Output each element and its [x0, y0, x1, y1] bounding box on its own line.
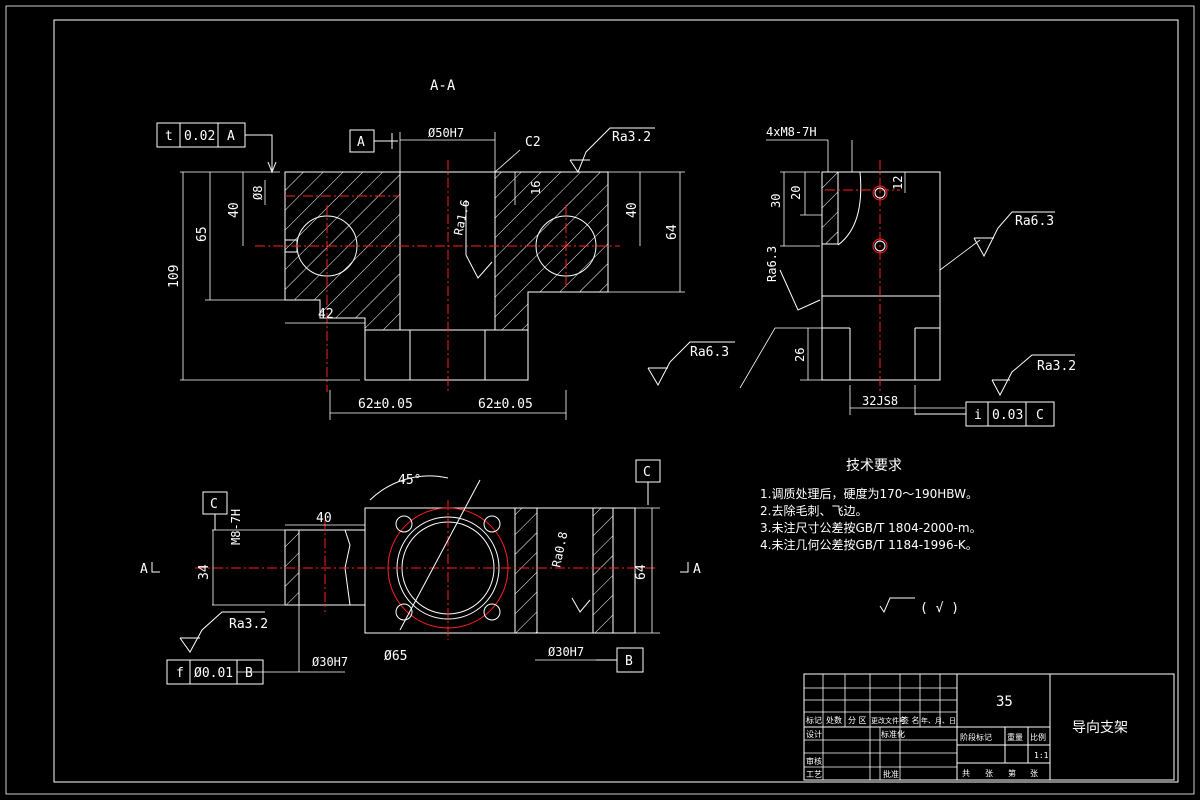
inner-frame	[53, 19, 1179, 783]
roughness-top: Ra3.2	[612, 130, 651, 145]
datum-c-left: C	[210, 497, 218, 512]
tech-requirements: 技术要求 1.调质处理后，硬度为170～190HBW。 2.去除毛刺、飞边。 3…	[760, 458, 982, 616]
dim-40-right: 40	[625, 202, 640, 218]
dim-20: 20	[789, 186, 803, 200]
tb-label-count: 处数	[826, 715, 842, 725]
tb-scale: 1:1	[1034, 751, 1049, 760]
dim-16: 16	[529, 181, 543, 195]
tech-title: 技术要求	[846, 458, 902, 474]
bore-dim: Ø50H7	[428, 126, 464, 140]
tb-label-sheets: 张	[985, 769, 993, 778]
tb-part-name: 导向支架	[1072, 720, 1128, 736]
datum-a: A	[357, 135, 365, 150]
dim-12: 12	[891, 176, 905, 190]
dim-d8: Ø8	[251, 186, 265, 200]
roughness-bottom-plan: Ra3.2	[229, 617, 268, 632]
tech-item-3: 3.未注尺寸公差按GB/T 1804-2000-m。	[760, 520, 982, 535]
dim-40-plan: 40	[316, 511, 332, 526]
dim-64: 64	[665, 224, 680, 240]
dim-34: 34	[197, 564, 212, 580]
tech-item-2: 2.去除毛刺、飞边。	[760, 503, 867, 518]
thread-note: 4xM8-7H	[766, 125, 817, 139]
tol-value: 0.03	[992, 408, 1023, 423]
dim-26: 26	[793, 348, 807, 362]
tb-label-approve: 批准	[883, 769, 899, 779]
tb-label-review: 审核	[806, 756, 822, 766]
tol-f-datum: B	[245, 666, 253, 681]
general-roughness: ( √ )	[920, 601, 959, 616]
tb-label-marks: 标记	[806, 715, 822, 725]
tb-label-scale: 比例	[1030, 732, 1046, 742]
tb-label-process: 工艺	[806, 770, 822, 779]
plan-view: 45° 40 34 64 Ø65 Ø30H7 Ø30H7 M8-7H Ra0.8…	[140, 459, 701, 685]
tb-label-weight: 重量	[1007, 732, 1023, 742]
roughness-bore: Ra1.6	[451, 198, 472, 236]
tb-material: 35	[996, 694, 1013, 710]
tb-label-zone: 分 区	[848, 716, 867, 725]
tol-datum: C	[1036, 408, 1044, 423]
section-title: A-A	[430, 78, 456, 94]
tb-label-stage: 阶段标记	[960, 732, 992, 742]
flatness-value: 0.02	[184, 129, 215, 144]
tb-label-total: 共	[962, 769, 970, 778]
dim-d30-right: Ø30H7	[548, 645, 584, 659]
dim-62-right: 62±0.05	[478, 397, 533, 412]
section-view-a-a: A-A	[156, 78, 685, 420]
roughness-bottom-left: Ra6.3	[690, 345, 729, 360]
dim-42: 42	[318, 307, 334, 322]
tb-label-no: 第	[1008, 768, 1016, 778]
flatness-datum: A	[227, 129, 235, 144]
flatness-symbol: t	[165, 129, 173, 144]
tol-f-symbol: f	[176, 666, 184, 681]
tb-label-design: 设计	[806, 729, 822, 739]
datum-c-right: C	[643, 465, 651, 480]
title-block: 标记 处数 分 区 更改文件号 签 名 年、月、日 设计 标准化 阶段标记 重量…	[803, 673, 1175, 781]
tol-f-value: Ø0.01	[194, 666, 233, 681]
tb-label-change: 更改文件号	[871, 716, 906, 725]
dim-d65: Ø65	[384, 649, 407, 664]
tech-item-1: 1.调质处理后，硬度为170～190HBW。	[760, 486, 978, 501]
tb-label-std: 标准化	[881, 729, 905, 739]
dim-64-plan: 64	[634, 564, 649, 580]
dim-109: 109	[167, 265, 182, 288]
dim-40-left: 40	[227, 202, 242, 218]
outer-border	[5, 5, 1195, 795]
roughness-right: Ra6.3	[1015, 214, 1054, 229]
dim-30: 30	[769, 194, 783, 208]
tb-label-date: 年、月、日	[921, 716, 956, 725]
roughness-slot: Ra6.3	[765, 246, 779, 282]
tb-label-sign: 签 名	[901, 715, 920, 725]
dim-d30-left: Ø30H7	[312, 655, 348, 669]
datum-b: B	[625, 654, 633, 669]
roughness-bore-plan: Ra0.8	[549, 530, 570, 568]
dim-62-left: 62±0.05	[358, 397, 413, 412]
dim-65: 65	[195, 226, 210, 242]
section-mark-left: A	[140, 562, 148, 577]
chamfer: C2	[525, 135, 541, 150]
tb-label-sheet: 张	[1030, 769, 1038, 778]
thread-m8: M8-7H	[229, 509, 243, 545]
dim-32js8: 32JS8	[862, 394, 898, 408]
side-view: 4xM8-7H 30 20 12 26 32JS8 Ra6.3 Ra6.3 Ra…	[647, 125, 1076, 427]
section-mark-right: A	[693, 562, 701, 577]
roughness-bottom-right: Ra3.2	[1037, 359, 1076, 374]
angle-45: 45°	[398, 473, 421, 488]
tech-item-4: 4.未注几何公差按GB/T 1184-1996-K。	[760, 537, 978, 552]
tol-symbol: i	[974, 408, 982, 423]
